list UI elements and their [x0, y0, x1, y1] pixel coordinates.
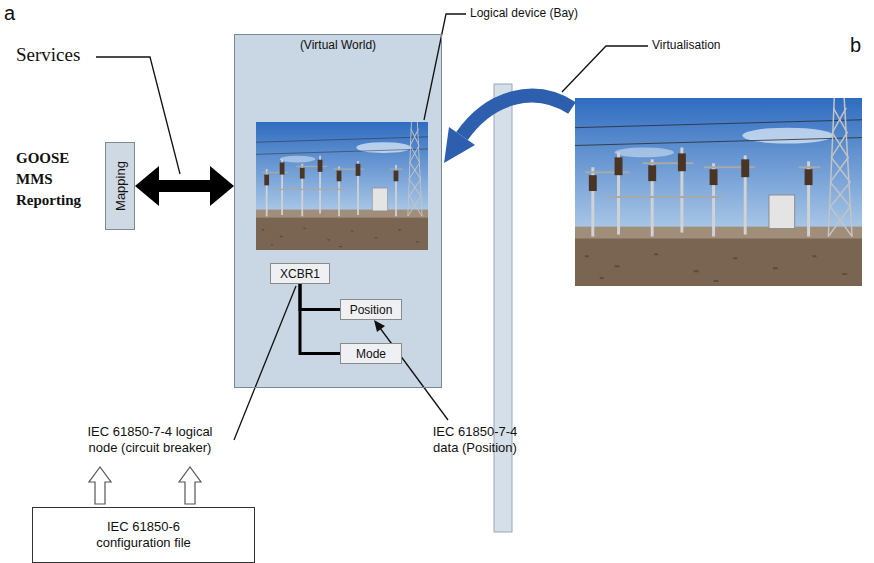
virtual-world-box-text: (Virtual World)	[235, 35, 441, 52]
panel-letter: b	[850, 34, 861, 57]
protocol-list: GOOSE MMS Reporting	[16, 148, 94, 211]
leader-line	[562, 46, 648, 92]
separator-bar	[494, 84, 512, 532]
leader-line	[424, 14, 466, 120]
callout-label: Logical device (Bay)	[470, 6, 578, 20]
callout-label: IEC 61850-7-4 logical node (circuit brea…	[75, 424, 225, 456]
data-box: Position	[340, 299, 402, 320]
callout-label: IEC 61850-7-4 data (Position)	[420, 424, 530, 456]
config-file-box-text: IEC 61850-6 configuration file	[79, 519, 209, 552]
virtualisation-arrow	[462, 96, 572, 136]
service-double-arrow	[159, 180, 210, 192]
leader-arrowhead	[374, 320, 385, 332]
leader-line	[234, 286, 296, 440]
hollow-up-arrow	[179, 467, 201, 504]
leader-line	[380, 328, 448, 420]
tree-connector	[300, 284, 340, 354]
hollow-up-arrow	[89, 467, 111, 504]
data-box-text: Mode	[356, 346, 386, 360]
bay-photo-real	[575, 98, 862, 286]
config-file-box: IEC 61850-6 configuration file	[32, 507, 255, 563]
callout-label: Virtualisation	[652, 38, 720, 52]
tree-connector	[300, 284, 340, 310]
mapping-box: Mapping	[105, 142, 135, 230]
panel-letter: a	[4, 2, 15, 25]
logical-node-box-text: XCBR1	[280, 266, 320, 280]
data-box: Mode	[340, 343, 402, 364]
mapping-box-text: Mapping	[113, 161, 128, 211]
virtualisation-arrowhead	[444, 127, 475, 163]
callout-label: Services	[16, 44, 80, 66]
bay-photo-virtual	[256, 122, 428, 250]
virtual-world-fill	[234, 34, 442, 388]
logical-node-box: XCBR1	[270, 263, 330, 284]
data-box-text: Position	[350, 302, 393, 316]
virtual-world-box: (Virtual World) XCBR1PositionMode	[234, 34, 442, 388]
